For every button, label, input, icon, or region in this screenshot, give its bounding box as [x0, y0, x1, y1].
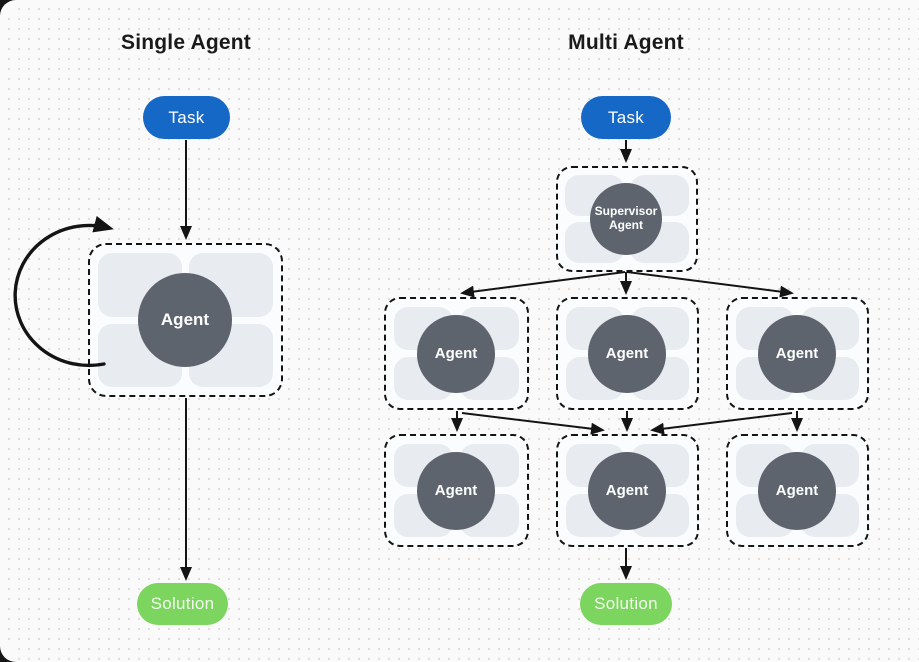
supervisor-agent-circle: Supervisor Agent — [590, 183, 662, 255]
worker-circle-row2-center: Agent — [588, 452, 666, 530]
multi-task-pill: Task — [581, 96, 671, 139]
multi-solution-pill: Solution — [580, 583, 672, 625]
corner-accent-bottom-left — [0, 646, 16, 662]
arrow-supervisor-to-worker3 — [626, 271, 794, 298]
single-task-pill: Task — [143, 96, 230, 139]
multi-agent-title: Multi Agent — [568, 31, 684, 54]
arrow-worker3-to-center — [650, 412, 793, 435]
worker-circle-row2-right: Agent — [758, 452, 836, 530]
worker-circle-row2-left: Agent — [417, 452, 495, 530]
single-solution-pill: Solution — [137, 583, 228, 625]
arrow-supervisor-to-worker1 — [460, 271, 626, 298]
single-agent-circle: Agent — [138, 273, 232, 367]
single-agent-title: Single Agent — [121, 31, 251, 54]
arrow-worker1-to-center — [461, 412, 605, 435]
worker-circle-row1-left: Agent — [417, 315, 495, 393]
worker-circle-row1-right: Agent — [758, 315, 836, 393]
worker-circle-row1-center: Agent — [588, 315, 666, 393]
corner-accent-top-left — [0, 0, 16, 16]
